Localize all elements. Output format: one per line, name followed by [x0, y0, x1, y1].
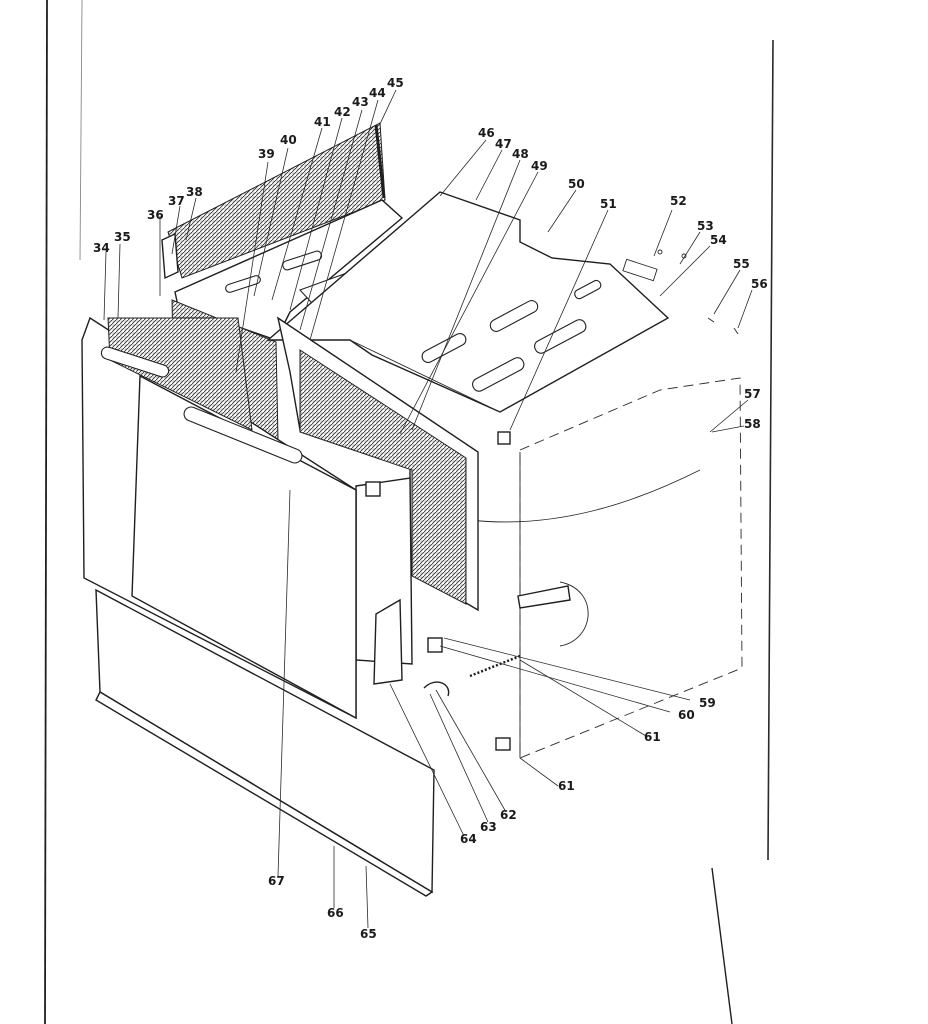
label-52: 52	[670, 194, 687, 208]
label-63: 63	[480, 820, 497, 834]
label-64: 64	[460, 832, 477, 846]
label-46: 46	[478, 126, 495, 140]
label-51-top: 51	[600, 197, 617, 211]
top-panel	[266, 191, 670, 445]
label-56: 56	[751, 277, 768, 291]
label-67: 67	[268, 874, 285, 888]
label-53: 53	[697, 219, 714, 233]
outer-door	[81, 316, 357, 720]
label-41: 41	[314, 115, 331, 129]
label-61-right: 61	[644, 730, 661, 744]
label-49: 49	[531, 159, 548, 173]
kick-plate	[95, 588, 435, 897]
label-59: 59	[699, 696, 716, 710]
label-45: 45	[387, 76, 404, 90]
label-60: 60	[678, 708, 695, 722]
label-36: 36	[147, 208, 164, 222]
label-39: 39	[258, 147, 275, 161]
label-62: 62	[500, 808, 517, 822]
label-34: 34	[93, 241, 110, 255]
callout-labels: 34 35 36 37 38 39 40 41 42 43 44 45 46 4…	[93, 76, 768, 941]
rear-panel	[161, 122, 386, 280]
side-panel	[469, 377, 743, 759]
label-55: 55	[733, 257, 750, 271]
label-61-bottom: 61	[558, 779, 575, 793]
label-38: 38	[186, 185, 203, 199]
label-35: 35	[114, 230, 131, 244]
label-40: 40	[280, 133, 297, 147]
scan-edges	[44, 0, 774, 1024]
label-37: 37	[168, 194, 185, 208]
label-54: 54	[710, 233, 727, 247]
label-47: 47	[495, 137, 512, 151]
label-57: 57	[744, 387, 761, 401]
door-frame	[276, 316, 479, 685]
leader-lines	[103, 89, 753, 929]
label-42: 42	[334, 105, 351, 119]
label-66: 66	[327, 906, 344, 920]
label-44: 44	[369, 86, 386, 100]
spring-assembly	[423, 637, 521, 697]
label-65: 65	[360, 927, 377, 941]
label-43: 43	[352, 95, 369, 109]
label-58: 58	[744, 417, 761, 431]
label-50: 50	[568, 177, 585, 191]
label-48: 48	[512, 147, 529, 161]
